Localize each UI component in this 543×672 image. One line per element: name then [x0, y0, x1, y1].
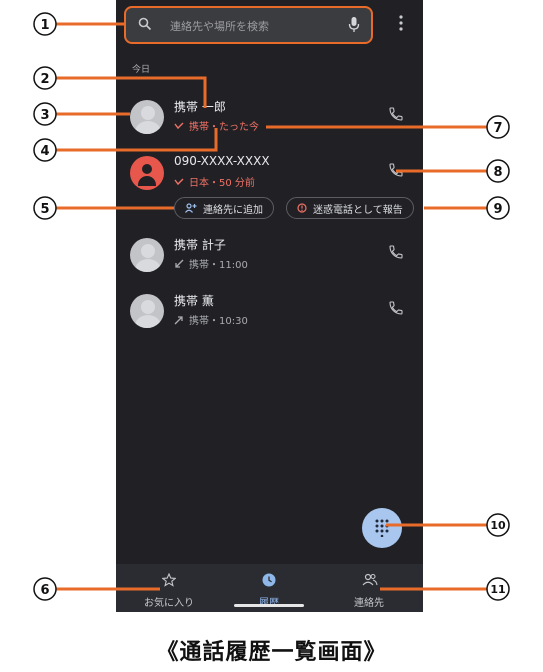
call-log-row[interactable]: 090-XXXX-XXXX 日本・50 分前 [116, 150, 423, 206]
call-detail: 携帯・たった今 [174, 118, 259, 133]
call-detail-text: 携帯・10:30 [189, 316, 248, 327]
callout-9-number: 9 [493, 202, 502, 217]
call-detail: 日本・50 分前 [174, 174, 255, 189]
callout-5: 5 [33, 196, 57, 220]
callout-8: 8 [486, 159, 510, 183]
callout-3: 3 [33, 102, 57, 126]
callout-2-number: 2 [40, 72, 49, 87]
callout-1: 1 [33, 12, 57, 36]
avatar[interactable] [130, 238, 164, 272]
avatar[interactable] [130, 294, 164, 328]
callout-11: 11 [486, 577, 510, 601]
outgoing-call-icon [174, 315, 183, 324]
callout-1-number: 1 [40, 18, 49, 33]
call-detail-text: 日本・50 分前 [189, 178, 255, 189]
phone-call-icon[interactable] [388, 300, 404, 316]
callout-8-number: 8 [493, 165, 502, 180]
report-spam-label: 迷惑電話として報告 [313, 204, 403, 216]
nav-contacts-label: 連絡先 [354, 598, 384, 609]
callout-3-number: 3 [40, 108, 49, 123]
phone-call-icon[interactable] [388, 244, 404, 260]
figure-caption: 《通話履歴一覧画面》 [156, 640, 387, 665]
phone-call-icon[interactable] [388, 106, 404, 122]
search-bar[interactable]: 連絡先や場所を検索 [126, 8, 371, 42]
gesture-handle [234, 604, 304, 607]
add-contact-button[interactable]: 連絡先に追加 [174, 197, 274, 219]
call-detail-text: 携帯・11:00 [189, 260, 248, 271]
nav-favorites-label: お気に入り [144, 598, 194, 609]
callout-6-number: 6 [40, 583, 49, 598]
section-label-today: 今日 [132, 65, 151, 75]
call-detail-text: 携帯・たった今 [189, 122, 259, 133]
missed-call-icon [174, 178, 184, 185]
callout-7-number: 7 [493, 121, 502, 136]
avatar[interactable] [130, 156, 164, 190]
phone-screen: 連絡先や場所を検索 今日 携帯 一郎 携帯・たった今 090-XXXX-XXXX [116, 0, 423, 612]
avatar[interactable] [130, 100, 164, 134]
call-log-row[interactable]: 携帯 計子 携帯・11:00 [116, 232, 423, 288]
search-placeholder: 連絡先や場所を検索 [170, 20, 269, 33]
callout-6: 6 [33, 577, 57, 601]
incoming-call-icon [175, 259, 184, 268]
call-log-row[interactable]: 携帯 一郎 携帯・たった今 [116, 94, 423, 150]
callout-4: 4 [33, 138, 57, 162]
nav-history-label: 履歴 [219, 594, 319, 609]
caller-name: 携帯 薫 [174, 294, 214, 308]
nav-favorites[interactable]: お気に入り [119, 564, 219, 612]
callout-10: 10 [486, 513, 510, 537]
alert-icon [297, 203, 307, 213]
add-contact-label: 連絡先に追加 [203, 204, 263, 216]
star-icon [162, 573, 176, 587]
call-detail: 携帯・11:00 [174, 256, 248, 271]
caller-name: 携帯 計子 [174, 238, 226, 252]
caller-name: 携帯 一郎 [174, 100, 226, 114]
nav-contacts[interactable]: 連絡先 [319, 564, 419, 612]
nav-history[interactable]: 履歴 [219, 564, 319, 612]
report-spam-button[interactable]: 迷惑電話として報告 [286, 197, 414, 219]
call-detail: 携帯・10:30 [174, 312, 248, 327]
callout-2: 2 [33, 66, 57, 90]
call-log-row[interactable]: 携帯 薫 携帯・10:30 [116, 288, 423, 344]
microphone-icon[interactable] [348, 16, 360, 34]
callout-7: 7 [486, 115, 510, 139]
caller-number: 090-XXXX-XXXX [174, 154, 270, 168]
callout-11-number: 11 [490, 583, 505, 596]
more-options-icon[interactable] [398, 14, 404, 32]
search-icon [138, 17, 152, 31]
callout-5-number: 5 [40, 202, 49, 217]
callout-10-number: 10 [490, 519, 506, 532]
callout-9: 9 [486, 196, 510, 220]
callout-4-number: 4 [40, 144, 49, 159]
contacts-icon [362, 573, 378, 586]
add-person-icon [185, 203, 197, 213]
clock-icon [262, 573, 276, 587]
missed-call-icon [174, 122, 184, 129]
